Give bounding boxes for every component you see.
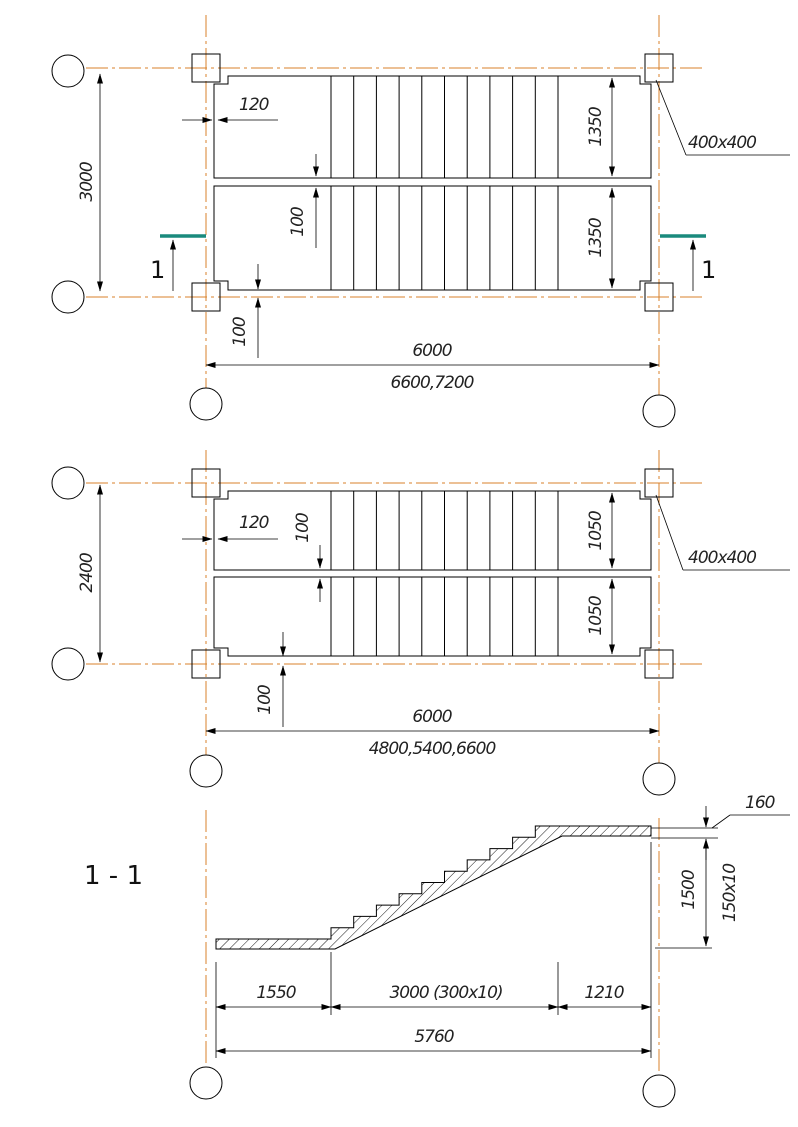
section-cut-right: 1 — [660, 234, 716, 291]
dim-span-variants: 4800,5400,6600 — [369, 739, 496, 759]
dim-height: 3000 — [77, 162, 97, 201]
dim-bottom-gap: 100 — [255, 685, 275, 715]
columns — [191, 468, 674, 679]
grid-axes — [205, 810, 660, 1076]
dim-flight-width-bottom: 1050 — [586, 596, 606, 635]
section-cut-left: 1 — [150, 234, 206, 291]
dim-span: 6000 — [412, 707, 451, 727]
plan-1: 1 1 3000 120 100 1350 1350 100 400x400 — [51, 15, 790, 428]
dim-height: 1500 — [679, 870, 699, 909]
stair-outline-top — [213, 490, 652, 571]
grid-axes — [86, 15, 706, 395]
plan-2: 2400 120 100 1050 1050 100 400x400 6000 … — [51, 450, 790, 796]
stair-outline-bottom — [213, 185, 652, 291]
dim-right-landing: 1210 — [584, 983, 623, 1003]
dim-wall-gap: 120 — [239, 95, 269, 115]
stair-outline-top — [213, 75, 652, 179]
treads — [330, 491, 559, 656]
dim-total: 5760 — [414, 1027, 453, 1047]
dim-span-variants: 6600,7200 — [391, 373, 474, 393]
dim-flight: 3000 (300x10) — [389, 983, 502, 1003]
section-1-1: 1 - 1 160 1500 150x10 1550 3000 (300x10)… — [84, 793, 790, 1108]
axis-bubbles — [51, 466, 676, 796]
cut-label-left: 1 — [150, 256, 165, 284]
cut-label-right: 1 — [701, 256, 716, 284]
dim-bottom-gap: 100 — [230, 317, 250, 347]
axis-bubbles — [189, 1066, 676, 1108]
dim-wall-gap: 120 — [239, 513, 269, 533]
dim-height: 2400 — [77, 553, 97, 592]
section-title: 1 - 1 — [84, 861, 143, 891]
treads — [330, 76, 559, 290]
dim-span: 6000 — [412, 341, 451, 361]
dim-left-landing: 1550 — [256, 983, 295, 1003]
dim-slab: 160 — [745, 793, 775, 813]
columns — [191, 53, 674, 312]
dim-flight-width-bottom: 1350 — [586, 218, 606, 257]
stair-outline-bottom — [213, 576, 652, 657]
dim-flight-width-top: 1050 — [586, 511, 606, 550]
dim-landing-gap: 100 — [293, 513, 313, 543]
axis-bubbles — [51, 54, 676, 428]
column-size: 400x400 — [688, 133, 756, 153]
column-size: 400x400 — [688, 548, 756, 568]
grid-axes — [86, 450, 706, 765]
stair-section — [215, 825, 652, 950]
dim-landing-gap: 100 — [288, 207, 308, 237]
dim-flight-width-top: 1350 — [586, 107, 606, 146]
dim-steps: 150x10 — [720, 864, 740, 922]
